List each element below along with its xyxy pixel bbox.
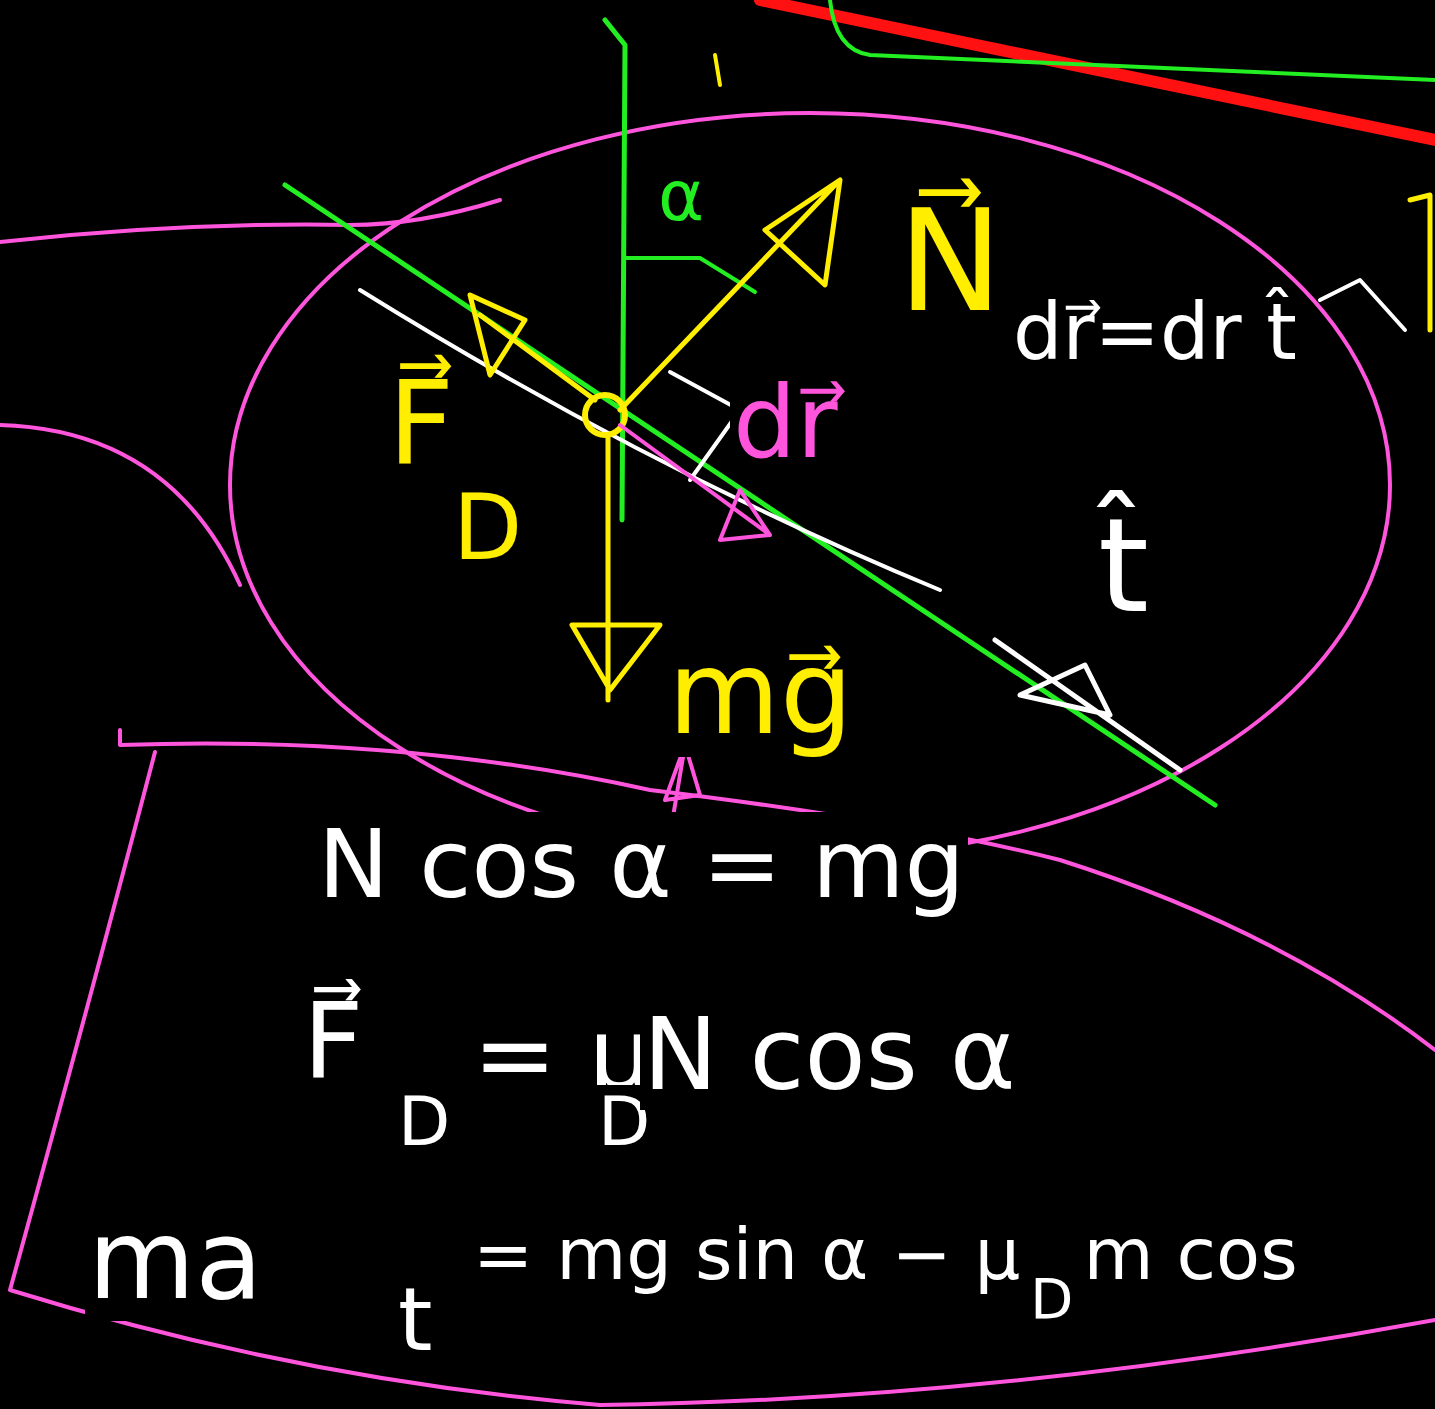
- equation: N cos α = mg: [315, 812, 968, 917]
- equation: dr⃗=dr t̂: [1010, 290, 1300, 376]
- partial-glyph: [1320, 280, 1405, 330]
- incline-line: [285, 185, 1215, 805]
- unit-vector-arrow: [995, 640, 1180, 770]
- incline-surface: [360, 290, 940, 590]
- body-point: [585, 395, 625, 435]
- subscript: t: [395, 1272, 436, 1369]
- partial-glyph: [1410, 195, 1430, 330]
- green-line: [830, 0, 1435, 80]
- equation-term: ma: [85, 1200, 266, 1321]
- subscript: D: [450, 478, 525, 577]
- pink-curve: [0, 425, 240, 585]
- subscript: D: [1027, 1268, 1076, 1330]
- pink-curve: [0, 200, 500, 242]
- force-label: mg⃗: [665, 630, 856, 757]
- force-label: N⃗: [895, 185, 1006, 339]
- red-line: [760, 0, 1435, 140]
- vector-label: dr⃗: [730, 368, 841, 478]
- subscript: D: [395, 1085, 453, 1160]
- equation-term: F⃗: [300, 985, 366, 1101]
- unit-vector-label: t̂: [1095, 495, 1152, 638]
- gravity-arrow: [572, 438, 660, 700]
- friction-arrow: [470, 295, 595, 400]
- pink-curve: [10, 752, 1435, 1405]
- equation-term: m cos: [1080, 1215, 1300, 1294]
- angle-label: α: [655, 158, 707, 235]
- equation-term: N cos α: [640, 1000, 1019, 1110]
- tick: [715, 55, 720, 85]
- force-label: F⃗: [385, 360, 457, 487]
- highlight-ellipse: [230, 113, 1390, 857]
- equation-term: = mg sin α − μ: [470, 1215, 1023, 1294]
